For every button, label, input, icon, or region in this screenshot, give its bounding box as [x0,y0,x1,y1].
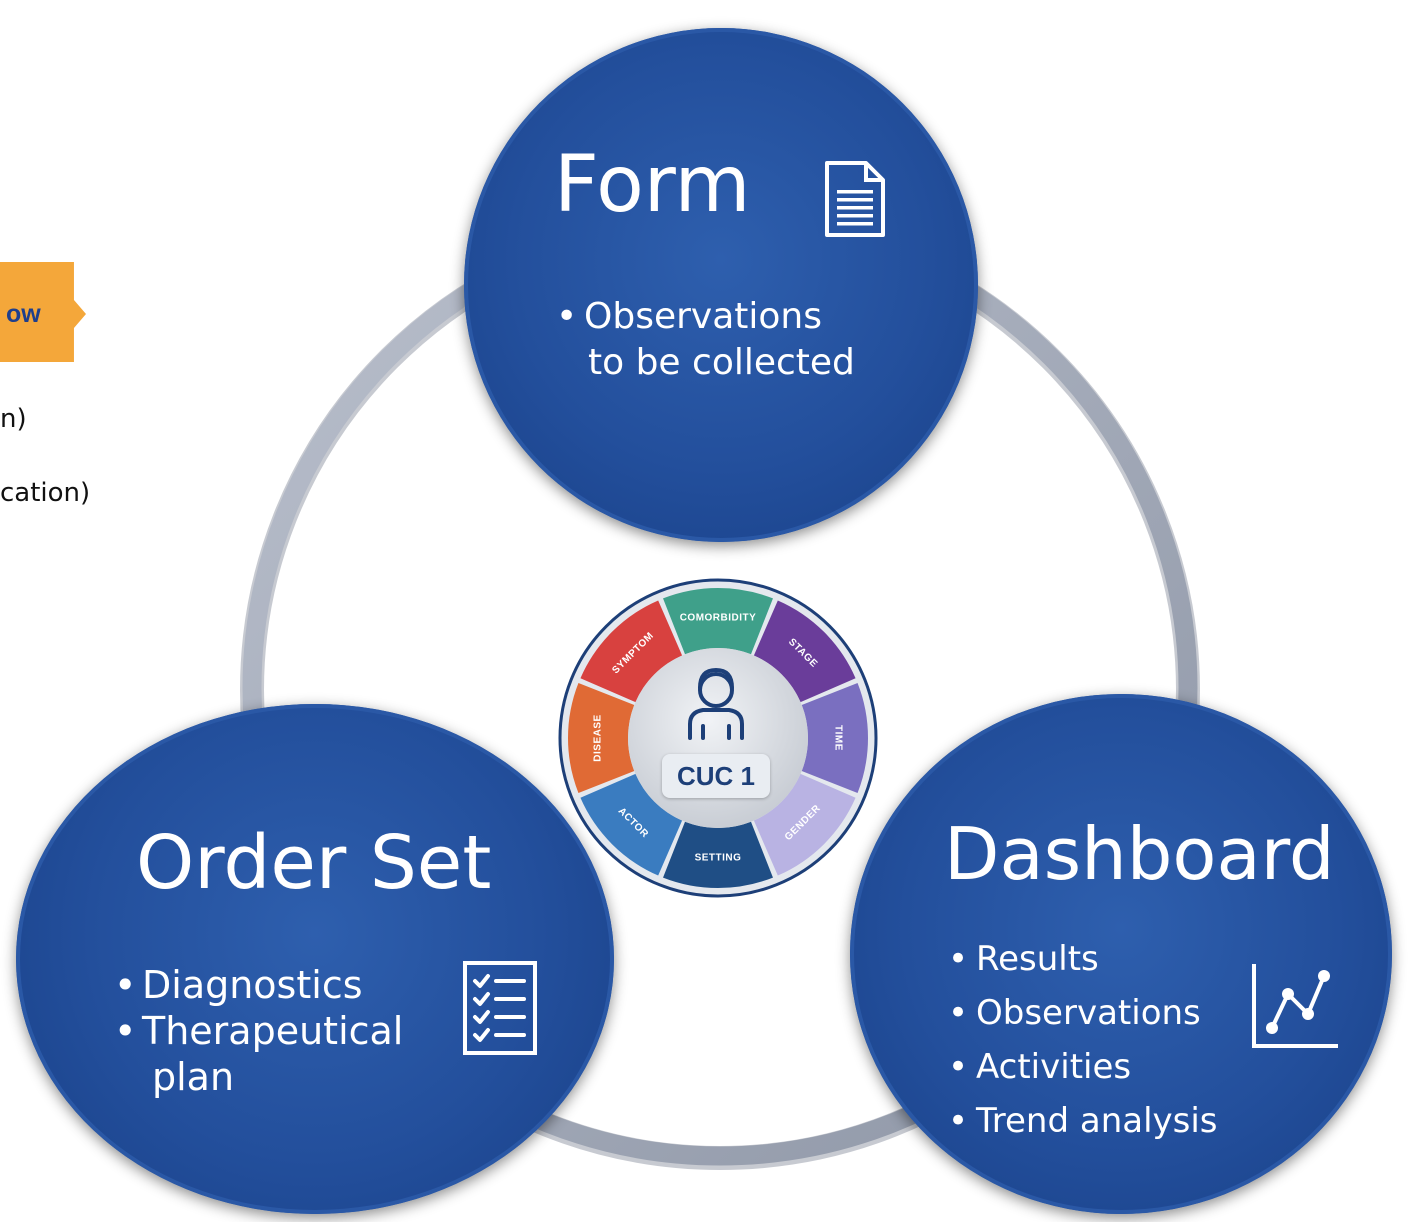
wheel-segment [580,600,683,703]
highlight-tag: ow [0,262,86,362]
order-set-bullet-2: Therapeutical [114,1008,403,1054]
form-title: Form [554,140,751,230]
form-bullet-1: Observations [556,294,855,340]
cuc-wheel: COMORBIDITYSTAGETIMEGENDERSETTINGACTORDI… [558,578,878,898]
wheel-segment [753,600,856,703]
partial-text-line-2: cation) [0,478,91,508]
wheel-segment [568,683,635,793]
cuc-badge: CUC 1 [662,754,770,798]
order-set-bullet-list: Diagnostics Therapeutical plan [114,962,403,1100]
wheel-segment [753,773,856,876]
document-icon [824,160,886,243]
person-icon [688,667,744,740]
wheel-segment-label: SETTING [695,853,742,864]
form-bullet-2: to be collected [588,342,855,383]
order-set-bullet-1: Diagnostics [114,962,403,1008]
cuc-badge-label: CUC 1 [676,761,755,791]
form-bullet-list: Observations to be collected [556,294,855,386]
order-set-bullet-3: plan [152,1055,235,1099]
checklist-icon [462,960,538,1061]
form-node: Form Observations to be collected [464,28,978,542]
dashboard-bullet-3: Activities [948,1040,1218,1094]
line-chart-icon [1250,960,1340,1057]
order-set-title: Order Set [136,820,492,906]
wheel-segment [580,773,683,876]
dashboard-title: Dashboard [944,812,1335,896]
dashboard-bullet-2: Observations [948,986,1218,1040]
dashboard-node: Dashboard Results Observations Activitie… [850,694,1392,1214]
wheel-segment [663,821,773,888]
wheel-segment [663,588,773,655]
dashboard-bullet-4: Trend analysis [948,1094,1218,1148]
wheel-segment-label: COMORBIDITY [680,613,757,624]
wheel-segment [801,683,868,793]
dashboard-bullet-list: Results Observations Activities Trend an… [948,932,1218,1148]
wheel-segment-label: DISEASE [593,714,604,761]
highlight-tag-text: ow [6,300,41,328]
wheel-segment-label: TIME [832,725,843,751]
dashboard-bullet-1: Results [948,932,1218,986]
partial-text-line-1: n) [0,404,27,434]
order-set-node: Order Set Diagnostics Therapeutical plan [16,704,614,1214]
